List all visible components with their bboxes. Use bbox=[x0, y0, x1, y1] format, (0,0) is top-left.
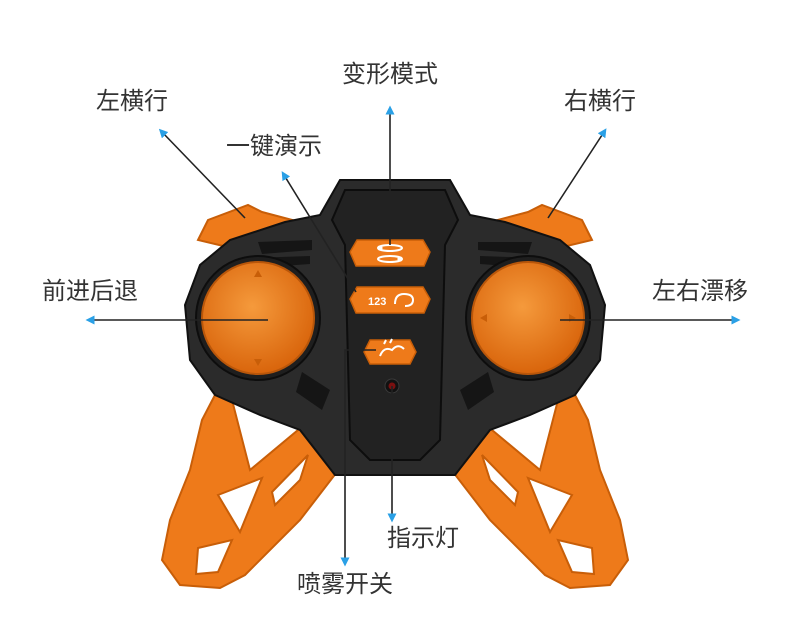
leader-one-key-demo bbox=[281, 171, 357, 293]
leader-spray-switch bbox=[340, 349, 376, 567]
right-grip-hole bbox=[526, 476, 574, 535]
spray-icon bbox=[379, 338, 405, 357]
label-transform-mode: 变形模式 bbox=[342, 61, 438, 88]
label-indicator-light: 指示灯 bbox=[387, 525, 459, 552]
leader-lines bbox=[85, 105, 741, 567]
label-right-strafe: 右横行 bbox=[564, 88, 636, 115]
right-grip-hole bbox=[481, 454, 520, 507]
left-grip-hole bbox=[270, 454, 309, 507]
center-panel bbox=[330, 189, 460, 461]
labels: 变形模式 左横行 右横行 一键演示 前进后退 左右漂移 指示灯 喷雾开关 bbox=[42, 61, 748, 598]
spray-switch-button[interactable] bbox=[363, 338, 417, 365]
left-joystick[interactable] bbox=[195, 255, 321, 381]
leader-left-strafe bbox=[158, 128, 246, 219]
label-forward-backward: 前进后退 bbox=[42, 278, 138, 305]
label-spray-switch: 喷雾开关 bbox=[297, 571, 393, 598]
demo-button-label: 123 bbox=[368, 296, 386, 308]
label-left-strafe: 左横行 bbox=[96, 88, 168, 115]
leader-right-strafe bbox=[547, 128, 607, 219]
left-grip-hole bbox=[216, 476, 264, 535]
demo-button[interactable]: 123 bbox=[349, 286, 431, 314]
label-left-right-drift: 左右漂移 bbox=[652, 278, 748, 305]
controller: 123 bbox=[160, 179, 630, 590]
label-one-key-demo: 一键演示 bbox=[226, 133, 322, 160]
left-grip-hole bbox=[194, 538, 234, 576]
right-joystick[interactable] bbox=[465, 255, 591, 381]
right-grip-hole bbox=[556, 538, 596, 576]
loop-icon bbox=[394, 292, 415, 307]
